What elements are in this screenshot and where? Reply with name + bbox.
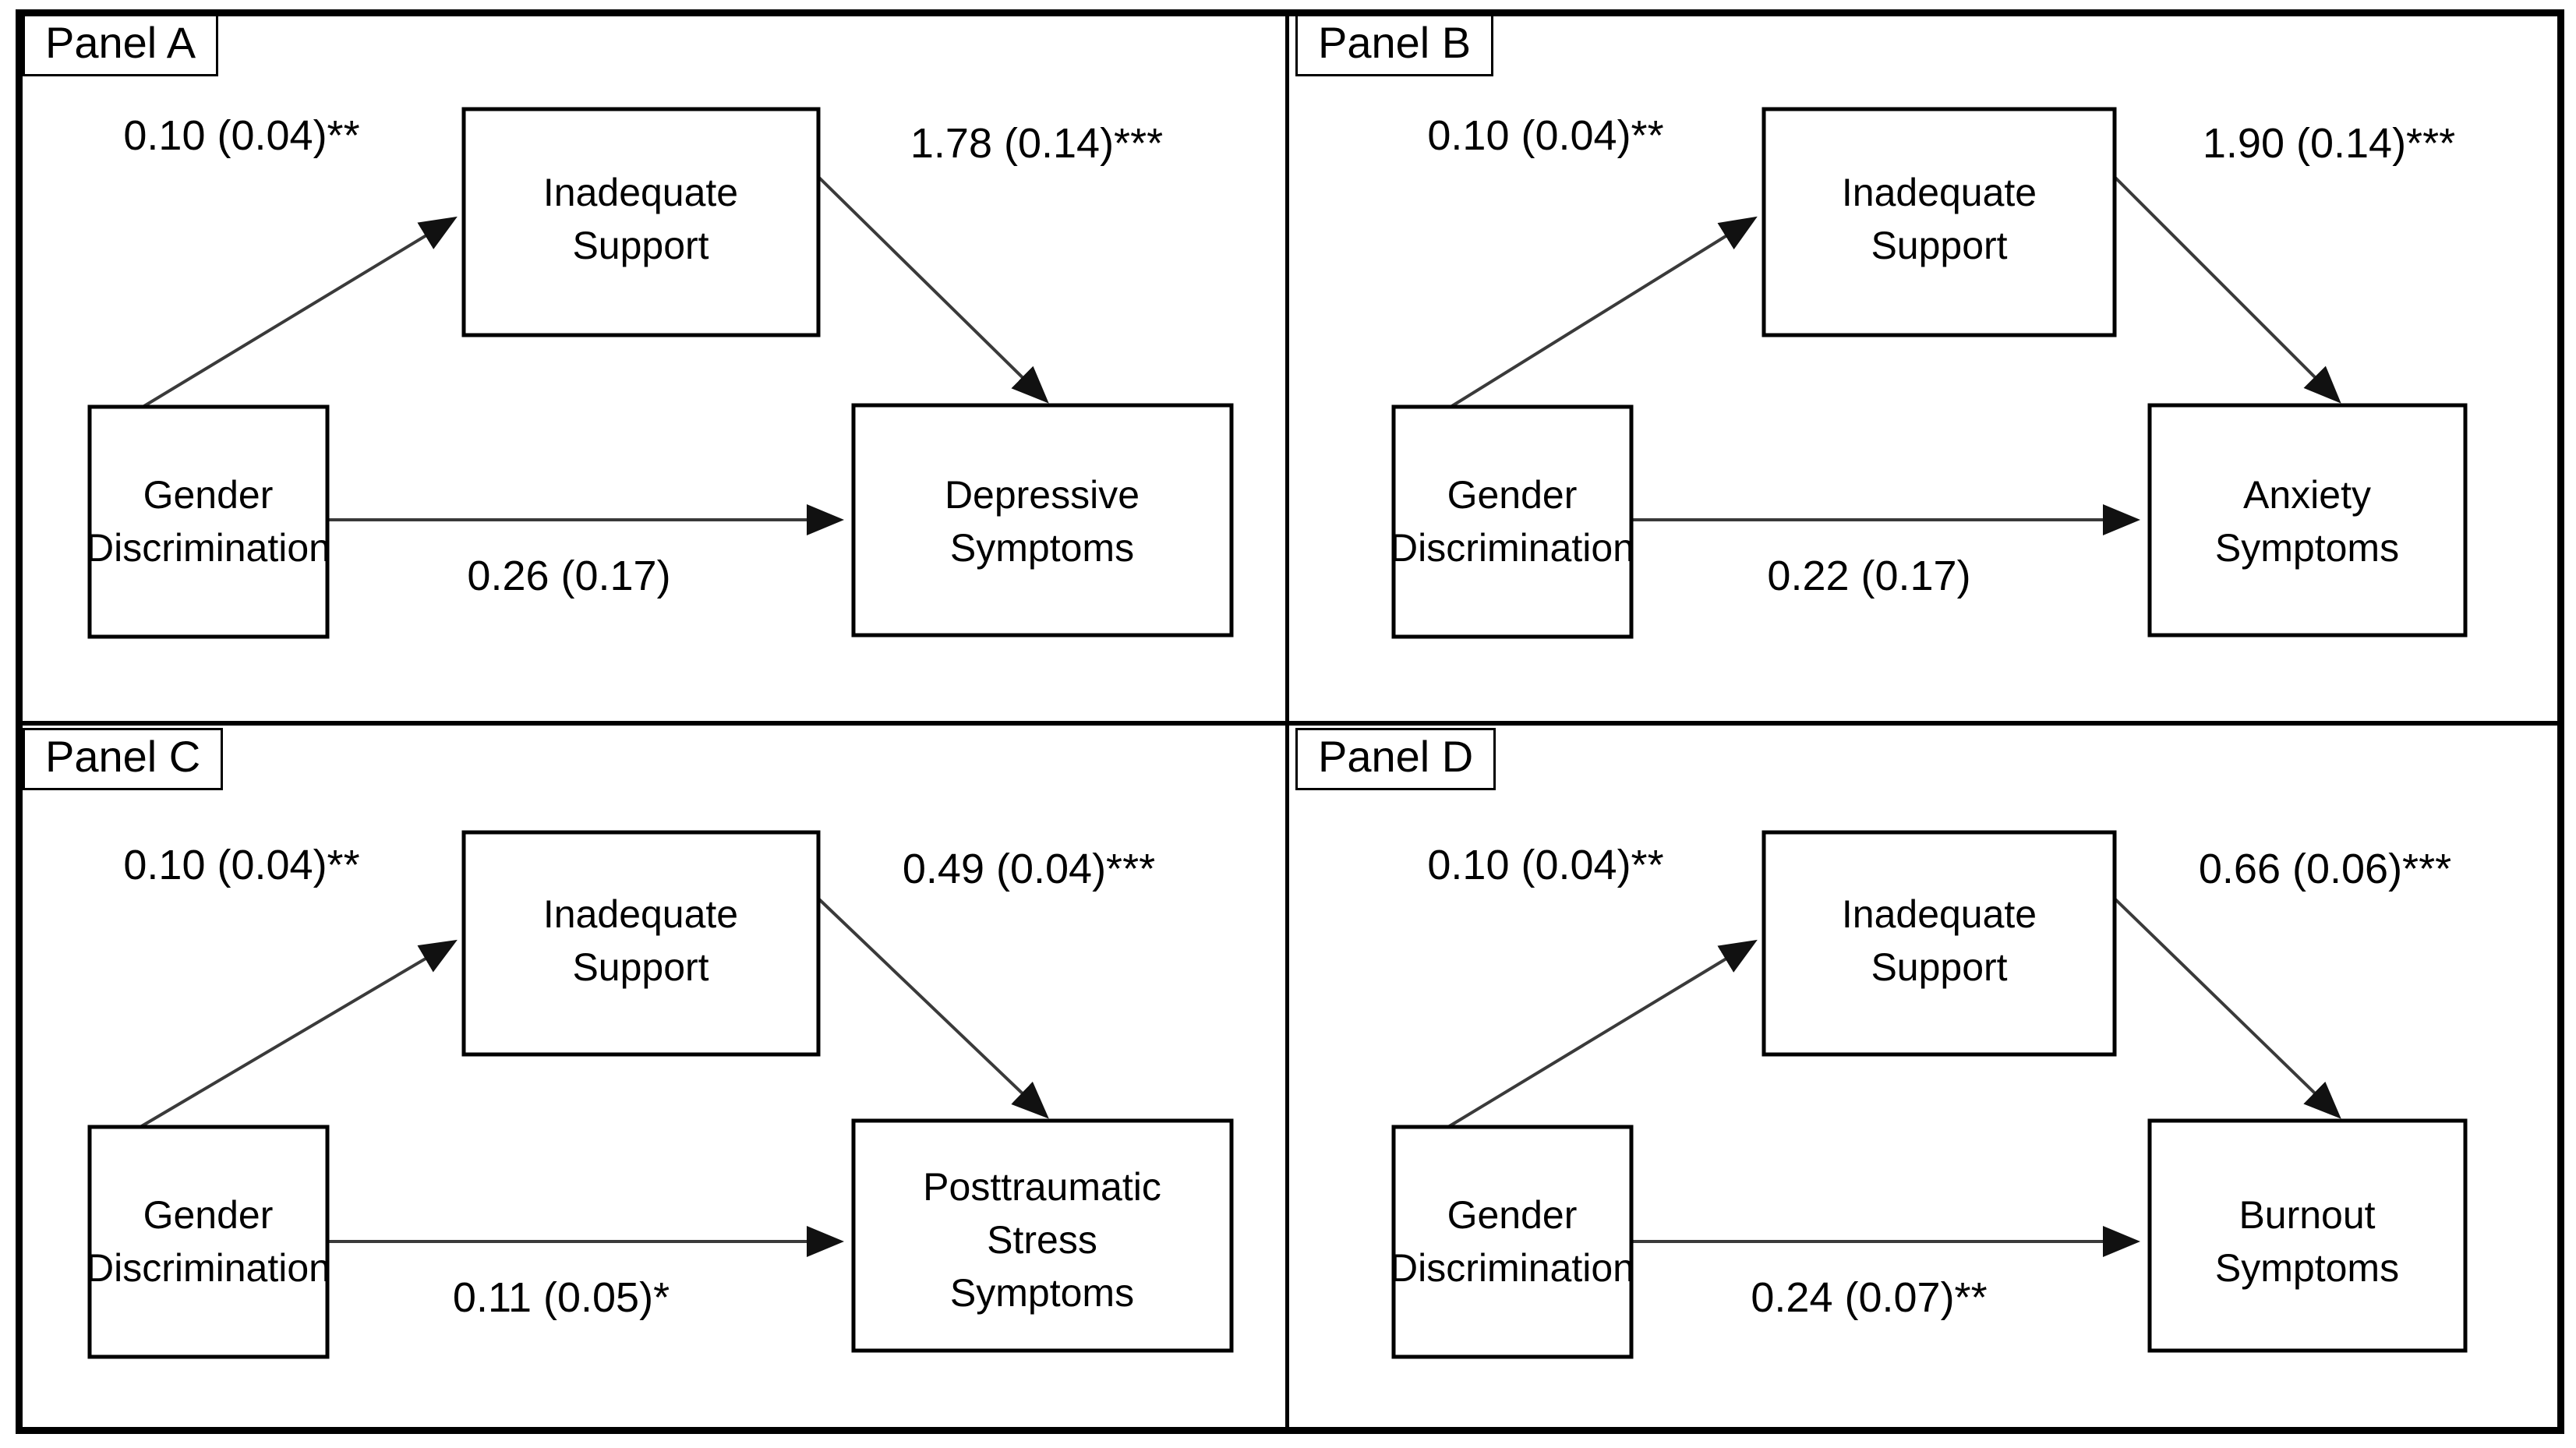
panel-b-path-c-label: 0.22 (0.17) bbox=[1767, 553, 1970, 599]
panel-a-path-c-label: 0.26 (0.17) bbox=[467, 553, 670, 599]
panel-b-outcome-box bbox=[2147, 403, 2468, 637]
panel-c-path-b-line bbox=[817, 897, 1049, 1119]
panel-b-path-b-label: 1.90 (0.14)*** bbox=[2203, 120, 2455, 167]
panel-c-outcome-box bbox=[851, 1118, 1234, 1353]
panel-b-path-a-line bbox=[1447, 216, 1758, 410]
panel-a-path-a-line bbox=[139, 216, 458, 410]
panel-c: Panel C Inadequate Support Gender Discri… bbox=[16, 723, 1288, 1437]
panel-c-path-a-label: 0.10 (0.04)** bbox=[123, 842, 359, 888]
panel-c-predictor-label-line1: Gender bbox=[143, 1193, 274, 1237]
panel-c-path-b-label: 0.49 (0.04)*** bbox=[903, 846, 1155, 892]
panel-a-diagram: Inadequate Support Gender Discrimination… bbox=[86, 107, 1234, 639]
panel-d-outcome-box bbox=[2147, 1118, 2468, 1353]
panel-d-path-a-label: 0.10 (0.04)** bbox=[1427, 842, 1663, 888]
panel-a-path-b-line bbox=[817, 175, 1049, 404]
panel-d-diagram: Inadequate Support Gender Discrimination… bbox=[1390, 830, 2468, 1359]
panel-d: Panel D Inadequate Support Gender Discri… bbox=[1288, 723, 2561, 1437]
panel-c-mediator-box bbox=[461, 830, 821, 1057]
panel-a-outcome-box bbox=[851, 403, 1234, 637]
panel-d-path-b-line bbox=[2113, 897, 2341, 1119]
panel-d-outcome-label-line1: Burnout bbox=[2239, 1193, 2375, 1237]
panel-a-mediator-label-line2: Support bbox=[572, 224, 708, 267]
panel-d-predictor-label-line2: Discrimination bbox=[1390, 1246, 1634, 1290]
panel-a-label: Panel A bbox=[23, 14, 219, 76]
panel-d-path-b-label: 0.66 (0.06)*** bbox=[2199, 846, 2451, 892]
panel-b: Panel B Inadequate Support Gender Discri… bbox=[1288, 9, 2561, 723]
panel-c-mediator-label-line2: Support bbox=[572, 945, 708, 989]
panel-c-outcome-label-line2: Stress bbox=[987, 1218, 1097, 1262]
panel-c-predictor-label-line2: Discrimination bbox=[86, 1246, 330, 1290]
panel-d-predictor-label-line1: Gender bbox=[1447, 1193, 1578, 1237]
panel-c-path-c-label: 0.11 (0.05)* bbox=[453, 1274, 670, 1321]
panel-b-outcome-label-line2: Symptoms bbox=[2215, 526, 2399, 570]
panel-d-outcome-label-line2: Symptoms bbox=[2215, 1246, 2399, 1290]
panel-c-outcome-label-line1: Posttraumatic bbox=[923, 1165, 1161, 1209]
panel-b-predictor-box bbox=[1391, 404, 1634, 639]
panel-a: Panel A Inadequate Support Gender Discri… bbox=[16, 9, 1288, 723]
panel-a-path-a-label: 0.10 (0.04)** bbox=[123, 112, 359, 159]
panel-b-diagram: Inadequate Support Gender Discrimination… bbox=[1390, 107, 2468, 639]
panel-b-mediator-label-line2: Support bbox=[1871, 224, 2007, 267]
panel-d-mediator-label-line2: Support bbox=[1871, 945, 2007, 989]
panel-a-outcome-label-line1: Depressive bbox=[945, 473, 1140, 517]
panel-d-predictor-box bbox=[1391, 1125, 1634, 1359]
panel-a-mediator-box bbox=[461, 107, 821, 337]
panel-c-diagram: Inadequate Support Gender Discrimination… bbox=[86, 830, 1234, 1359]
panel-d-mediator-label-line1: Inadequate bbox=[1842, 892, 2037, 936]
panel-d-label: Panel D bbox=[1295, 728, 1496, 790]
panel-a-predictor-label-line2: Discrimination bbox=[86, 526, 330, 570]
panel-b-outcome-label-line1: Anxiety bbox=[2243, 473, 2371, 517]
panel-c-label: Panel C bbox=[23, 728, 224, 790]
panel-a-path-b-label: 1.78 (0.14)*** bbox=[910, 120, 1163, 167]
panel-b-path-b-line bbox=[2113, 175, 2341, 404]
panel-b-mediator-box bbox=[1762, 107, 2117, 337]
panel-c-predictor-box bbox=[87, 1125, 330, 1359]
panel-c-outcome-label-line3: Symptoms bbox=[950, 1271, 1134, 1315]
panel-b-mediator-label-line1: Inadequate bbox=[1842, 171, 2037, 214]
panel-b-predictor-label-line2: Discrimination bbox=[1390, 526, 1634, 570]
panel-c-mediator-label-line1: Inadequate bbox=[543, 892, 738, 936]
panel-a-outcome-label-line2: Symptoms bbox=[950, 526, 1134, 570]
panel-b-label: Panel B bbox=[1295, 14, 1494, 76]
panel-a-mediator-label-line1: Inadequate bbox=[543, 171, 738, 214]
panel-d-path-a-line bbox=[1447, 939, 1758, 1128]
panel-d-path-c-label: 0.24 (0.07)** bbox=[1751, 1274, 1987, 1321]
panel-a-predictor-box bbox=[87, 404, 330, 639]
panel-horizontal-divider bbox=[23, 721, 2557, 726]
panel-b-path-a-label: 0.10 (0.04)** bbox=[1427, 112, 1663, 159]
panel-c-path-a-line bbox=[139, 939, 458, 1128]
panel-b-predictor-label-line1: Gender bbox=[1447, 473, 1578, 517]
panel-a-predictor-label-line1: Gender bbox=[143, 473, 274, 517]
panel-d-mediator-box bbox=[1762, 830, 2117, 1057]
